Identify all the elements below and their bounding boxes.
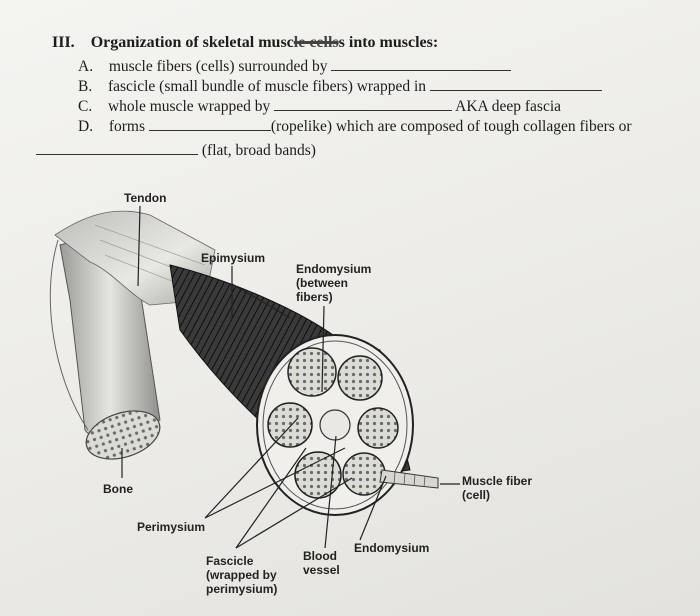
- heading-text-start: Organization of skeletal musc: [90, 34, 294, 51]
- item-d-text: forms: [108, 118, 145, 135]
- muscle-fiber-illustration: [379, 469, 439, 489]
- label-endomysium-top-line3: fibers): [296, 290, 333, 304]
- item-c: C. whole muscle wrapped by AKA deep fasc…: [78, 96, 561, 116]
- label-endomysium-top-line2: (between: [296, 276, 349, 290]
- item-b: B. fascicle (small bundle of muscle fibe…: [78, 76, 602, 96]
- label-blood-vessel: Blood vessel: [303, 549, 340, 577]
- label-fascicle-line1: Fascicle: [206, 554, 254, 568]
- item-d-blank[interactable]: [148, 116, 271, 131]
- label-perimysium: Perimysium: [137, 520, 206, 534]
- item-d-letter: D.: [78, 118, 94, 135]
- label-leader-lines: [121, 205, 460, 549]
- item-b-text: fascicle (small bundle of muscle fibers)…: [107, 78, 427, 95]
- label-endomysium-top-line1: Endomysium: [296, 262, 372, 276]
- label-tendon: Tendon: [124, 191, 167, 205]
- section-number: III.: [52, 34, 75, 51]
- continuation-blank[interactable]: [36, 140, 198, 155]
- label-blood-vessel-line2: vessel: [303, 563, 340, 577]
- continuation-text: (flat, broad bands): [201, 142, 316, 159]
- label-blood-vessel-line1: Blood: [303, 549, 337, 563]
- label-fascicle-line2: (wrapped by: [206, 568, 277, 582]
- item-a: A. muscle fibers (cells) surrounded by: [78, 56, 512, 76]
- item-c-letter: C.: [78, 98, 93, 115]
- label-muscle-fiber: Muscle fiber (cell): [462, 474, 532, 502]
- label-endomysium-top: Endomysium (between fibers): [296, 262, 371, 304]
- item-c-tail: AKA deep fascia: [455, 98, 562, 115]
- continuation-line: (flat, broad bands): [36, 140, 316, 160]
- label-fascicle-line3: perimysium): [206, 582, 278, 596]
- heading-scribble: le cells: [293, 34, 339, 51]
- label-muscle-fiber-line1: Muscle fiber: [462, 474, 533, 488]
- label-fascicle: Fascicle (wrapped by perimysium): [206, 554, 277, 596]
- item-b-blank[interactable]: [429, 76, 602, 91]
- item-a-letter: A.: [78, 58, 94, 75]
- item-b-letter: B.: [78, 78, 93, 95]
- item-d-tail: (ropelike) which are composed of tough c…: [270, 118, 632, 135]
- item-a-text: muscle fibers (cells) surrounded by: [108, 58, 328, 75]
- label-muscle-fiber-line2: (cell): [462, 488, 491, 502]
- fascicle-group: [267, 347, 399, 499]
- muscle-cross-section: [256, 334, 439, 516]
- item-d: D. forms (ropelike) which are composed o…: [78, 116, 632, 136]
- label-epimysium: Epimysium: [201, 251, 266, 265]
- heading-text-end: s into muscles:: [338, 34, 439, 51]
- section-heading: III. Organization of skeletal muscle cel…: [52, 34, 438, 52]
- item-c-text: whole muscle wrapped by: [107, 98, 271, 115]
- label-bone: Bone: [103, 482, 133, 496]
- label-endomysium-bottom: Endomysium: [354, 541, 430, 555]
- item-a-blank[interactable]: [331, 56, 512, 71]
- item-c-blank[interactable]: [274, 96, 453, 111]
